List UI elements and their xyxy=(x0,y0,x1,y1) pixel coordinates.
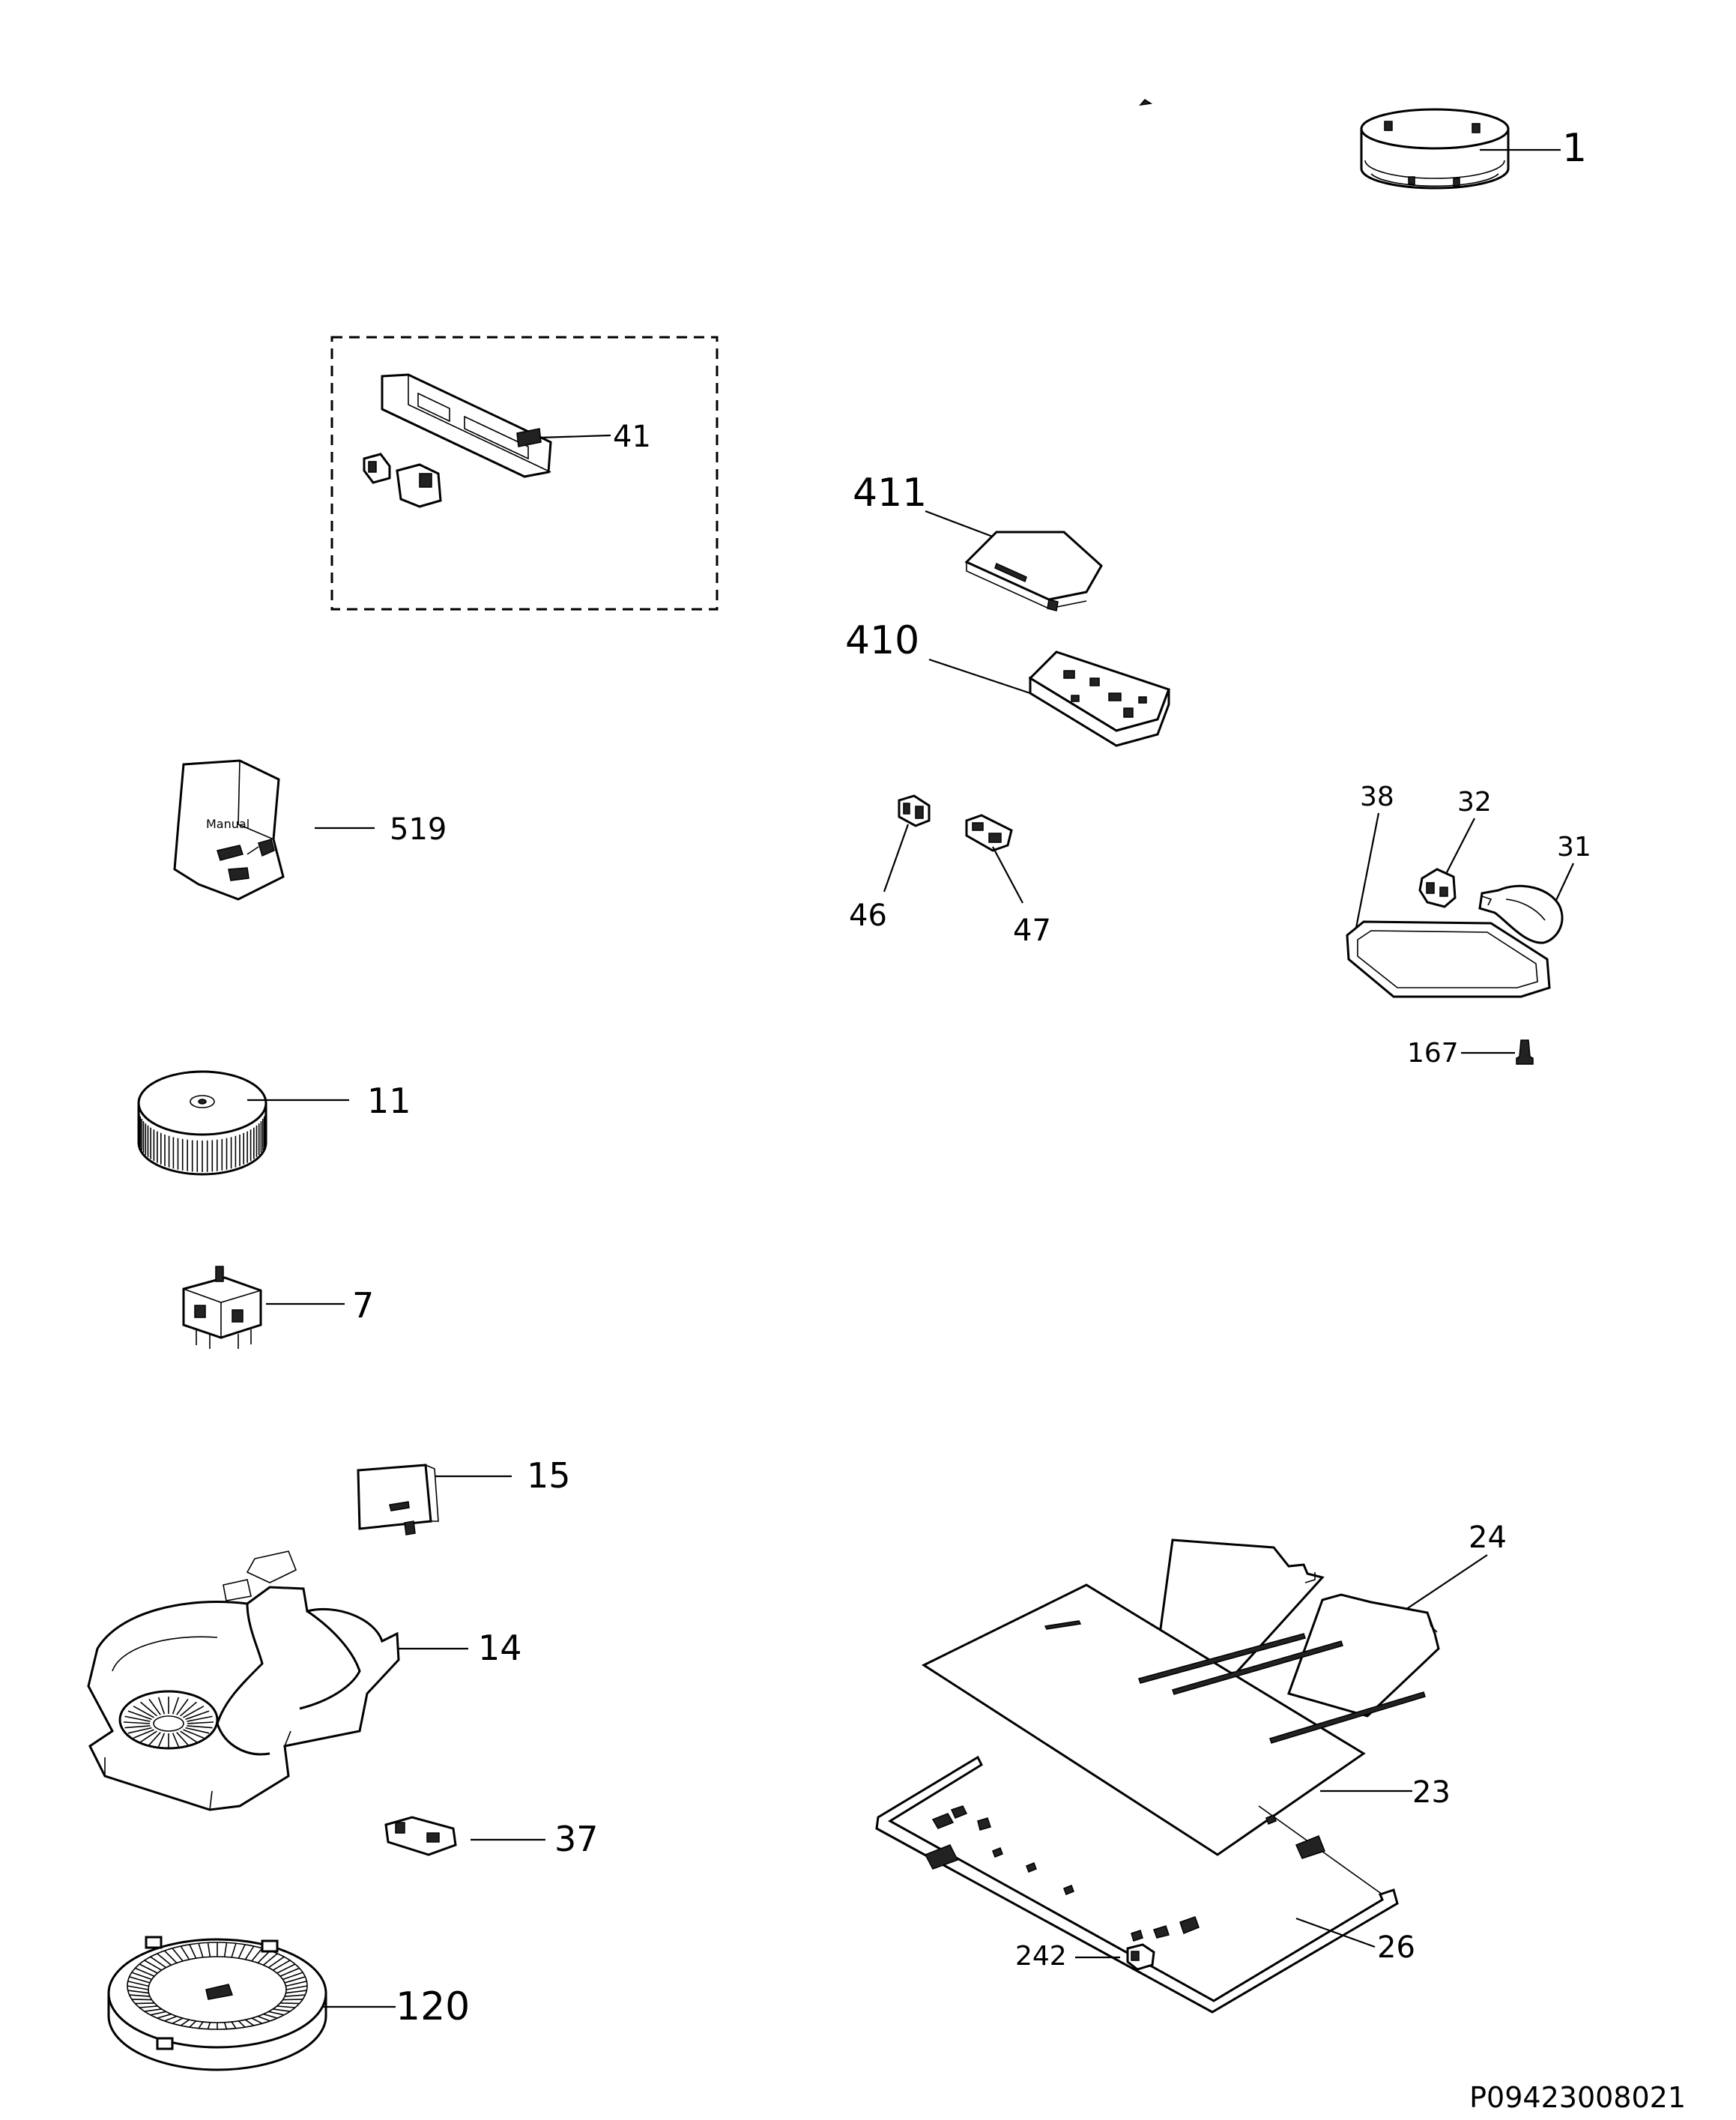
part-242-fixing-clip[interactable] xyxy=(1126,1943,1155,1971)
label-part-32: 32 xyxy=(1457,787,1492,818)
label-part-1: 1 xyxy=(1562,126,1587,171)
part-167-screw[interactable] xyxy=(1516,1039,1534,1065)
label-part-411: 411 xyxy=(853,471,927,516)
label-part-41: 41 xyxy=(613,420,651,454)
part-38-lamp-gasket[interactable] xyxy=(1346,920,1551,998)
label-part-24: 24 xyxy=(1469,1520,1507,1555)
label-part-519: 519 xyxy=(390,812,447,847)
part-23-glass-panel[interactable] xyxy=(921,1583,1426,1856)
label-part-242: 242 xyxy=(1015,1941,1067,1972)
part-14-blower-housing[interactable] xyxy=(87,1550,400,1811)
label-part-38: 38 xyxy=(1360,782,1394,812)
part-7-switch-module[interactable] xyxy=(182,1266,262,1349)
label-part-120: 120 xyxy=(396,1984,470,2029)
part-31-bulb[interactable] xyxy=(1478,884,1564,944)
part-26-bottom-frame[interactable] xyxy=(875,1755,1399,2014)
bag-manual-text: Manual xyxy=(206,817,249,831)
part-37-clip[interactable] xyxy=(384,1816,457,1856)
label-part-23: 23 xyxy=(1412,1775,1451,1810)
part-46-switch[interactable] xyxy=(898,794,931,827)
part-41-control-panel[interactable] xyxy=(363,373,552,508)
label-part-14: 14 xyxy=(478,1628,522,1668)
label-part-11: 11 xyxy=(367,1081,411,1121)
part-519-accessory-bag[interactable]: Manual xyxy=(173,759,285,901)
kit-41-dashed-box xyxy=(330,336,719,611)
document-code: P09423008021 xyxy=(1469,2081,1686,2114)
label-part-47: 47 xyxy=(1013,913,1051,948)
part-15-cover-plate[interactable] xyxy=(357,1464,439,1535)
label-part-46: 46 xyxy=(849,899,887,933)
label-part-167: 167 xyxy=(1407,1038,1459,1069)
label-part-15: 15 xyxy=(527,1455,571,1496)
part-411-pcb-cover[interactable] xyxy=(964,531,1103,611)
label-part-7: 7 xyxy=(352,1285,374,1326)
label-part-37: 37 xyxy=(554,1819,599,1859)
part-24-grease-filters[interactable] xyxy=(1152,1538,1440,1718)
label-part-410: 410 xyxy=(845,618,919,663)
part-32-lamp-holder[interactable] xyxy=(1418,868,1457,908)
label-part-31: 31 xyxy=(1557,832,1591,863)
label-part-26: 26 xyxy=(1377,1930,1415,1965)
part-120-charcoal-filter[interactable] xyxy=(107,1936,327,2071)
part-11-fan-wheel[interactable] xyxy=(137,1070,267,1176)
part-410-main-pcb[interactable] xyxy=(1028,650,1170,747)
part-47-connector[interactable] xyxy=(965,814,1013,852)
part-1-collar-ring[interactable] xyxy=(1360,108,1510,190)
